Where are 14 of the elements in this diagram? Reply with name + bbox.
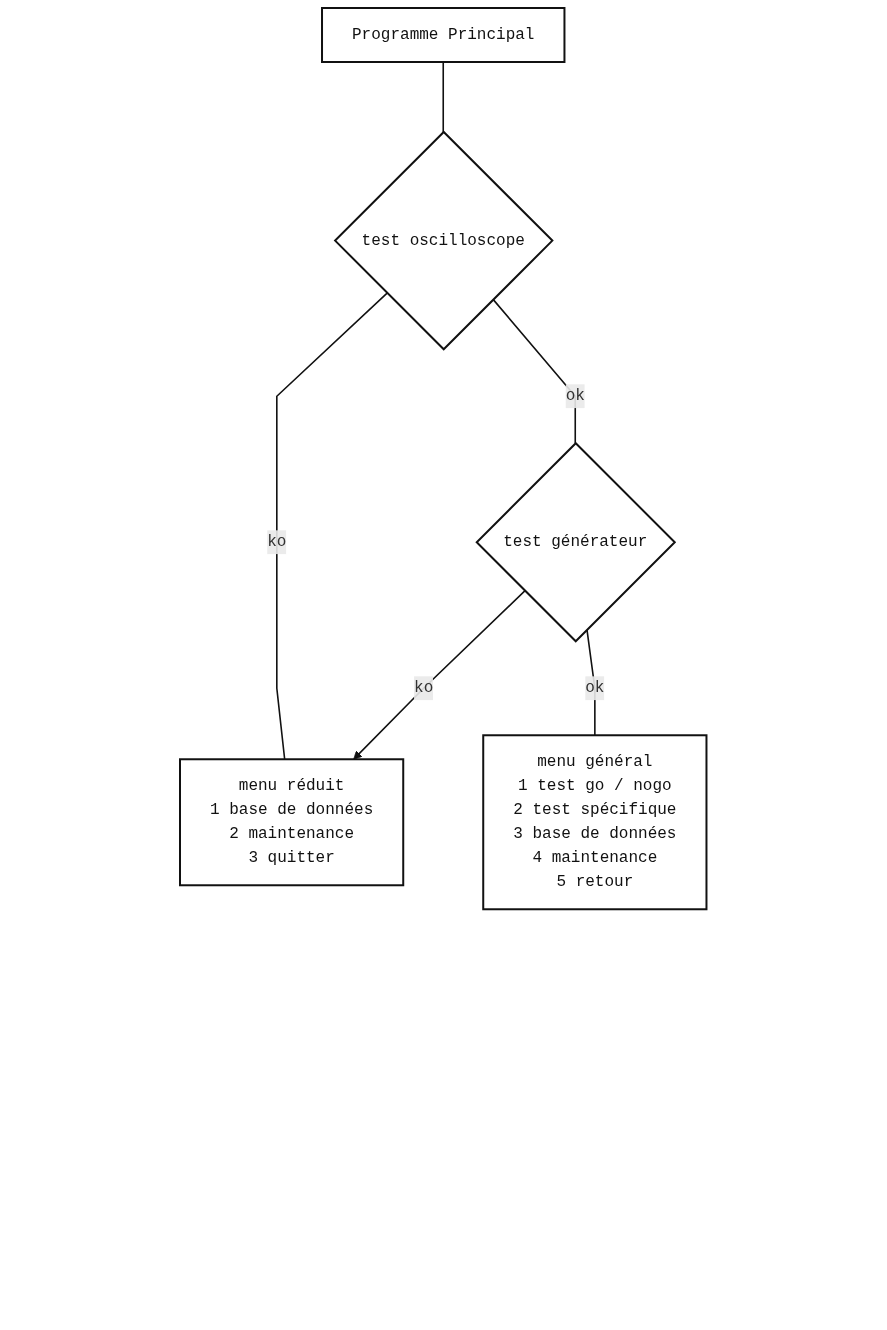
edge-label: ko [414,679,434,698]
connector [492,298,577,445]
node-box: menu général 1 test go / nogo 2 test spécifique 3 base de données 4 maintenance 5 retour [482,734,708,911]
node-box: menu réduit 1 base de données 2 maintenance 3 quitter [179,758,405,887]
node-diamond: test générateur [475,441,677,643]
connector [586,628,596,737]
edge-label: ok [585,679,605,698]
arrow [353,590,526,760]
node-diamond: test oscilloscope [333,130,555,351]
connector [276,292,389,761]
edge-label: ko [267,533,287,552]
connector [442,61,445,133]
node-box: Programme Principal [321,7,566,63]
edge-label: ok [565,387,586,406]
